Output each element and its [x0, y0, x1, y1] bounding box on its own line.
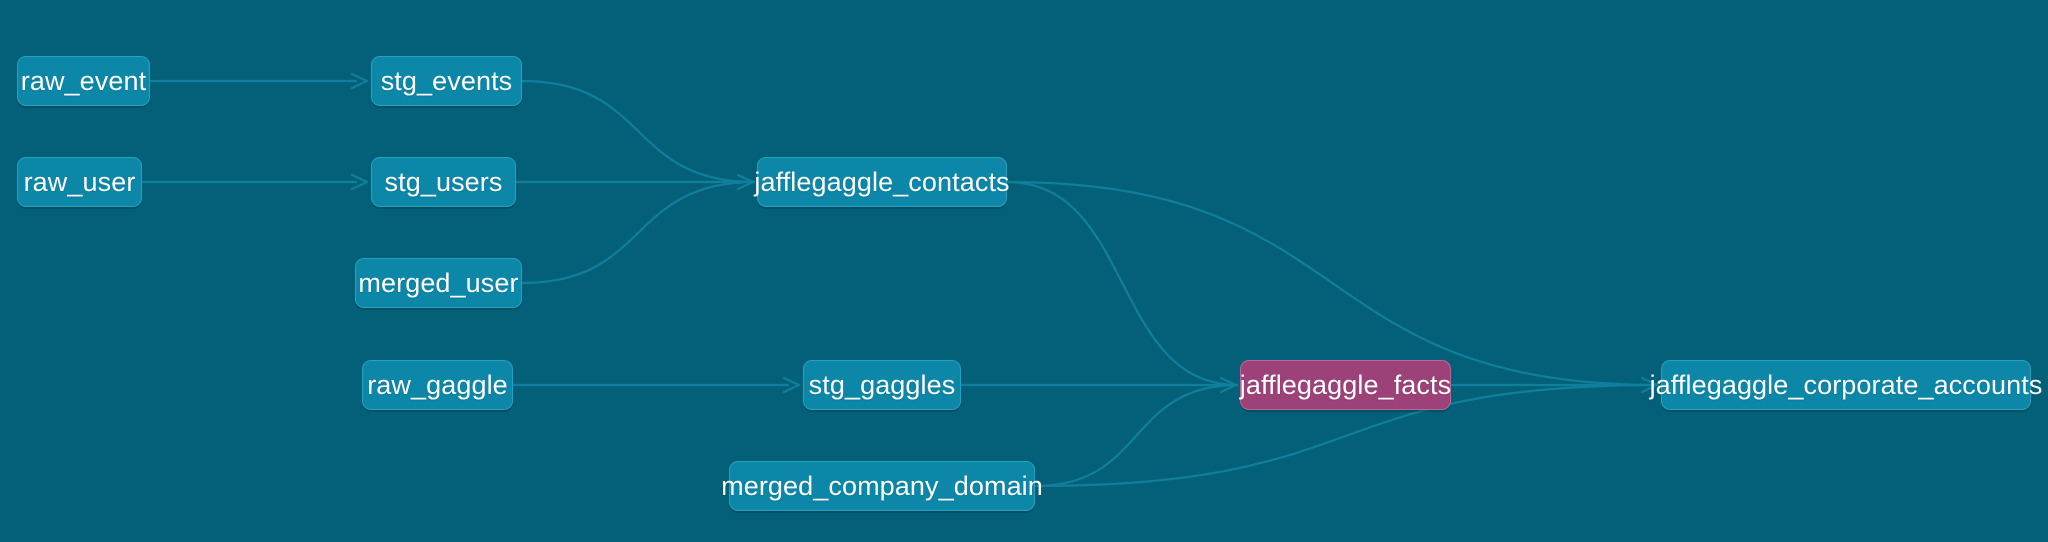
graph-node-merged_user[interactable]: merged_user: [355, 258, 522, 308]
graph-node-label: stg_events: [380, 65, 513, 96]
graph-node-raw_gaggle[interactable]: raw_gaggle: [362, 360, 513, 410]
graph-edge-arrowhead: [782, 376, 801, 394]
graph-node-label: raw_gaggle: [367, 369, 508, 400]
graph-edge-merged_user-to-jafflegaggle_contacts: [521, 180, 756, 285]
graph-edge-arrowhead: [350, 173, 369, 191]
graph-node-label: raw_user: [23, 166, 136, 197]
graph-node-jafflegaggle_facts[interactable]: jafflegaggle_facts: [1240, 360, 1451, 410]
graph-node-stg_users[interactable]: stg_users: [371, 157, 516, 207]
graph-node-label: jafflegaggle_facts: [1239, 369, 1452, 400]
graph-edge-arrowhead: [736, 173, 755, 191]
graph-node-label: merged_user: [358, 267, 519, 298]
graph-node-raw_event[interactable]: raw_event: [17, 56, 150, 106]
graph-node-label: stg_users: [384, 166, 503, 197]
graph-node-merged_company_domain[interactable]: merged_company_domain: [721, 461, 1043, 511]
graph-node-label: merged_company_domain: [721, 470, 1043, 501]
graph-edge-merged_company_domain-to-jafflegaggle_facts: [1034, 383, 1239, 488]
graph-node-label: jafflegaggle_contacts: [754, 166, 1010, 197]
graph-node-label: stg_gaggles: [808, 369, 956, 400]
graph-node-jafflegaggle_corporate_accounts[interactable]: jafflegaggle_corporate_accounts: [1650, 360, 2042, 410]
graph-node-label: raw_event: [20, 65, 147, 96]
graph-node-stg_events[interactable]: stg_events: [371, 56, 522, 106]
graph-edge-arrowhead: [1640, 376, 1659, 394]
graph-edge-jafflegaggle_contacts-to-jafflegaggle_corporate_accounts: [1006, 180, 1660, 387]
graph-node-jafflegaggle_contacts[interactable]: jafflegaggle_contacts: [754, 157, 1010, 207]
graph-edge-stg_events-to-jafflegaggle_contacts: [521, 79, 756, 184]
graph-node-stg_gaggles[interactable]: stg_gaggles: [803, 360, 961, 410]
graph-node-raw_user[interactable]: raw_user: [17, 157, 142, 207]
graph-edge-jafflegaggle_contacts-to-jafflegaggle_facts: [1006, 180, 1239, 387]
graph-edge-arrowhead: [1219, 376, 1238, 394]
graph-node-label: jafflegaggle_corporate_accounts: [1649, 369, 2043, 400]
graph-edge-arrowhead: [350, 72, 369, 90]
